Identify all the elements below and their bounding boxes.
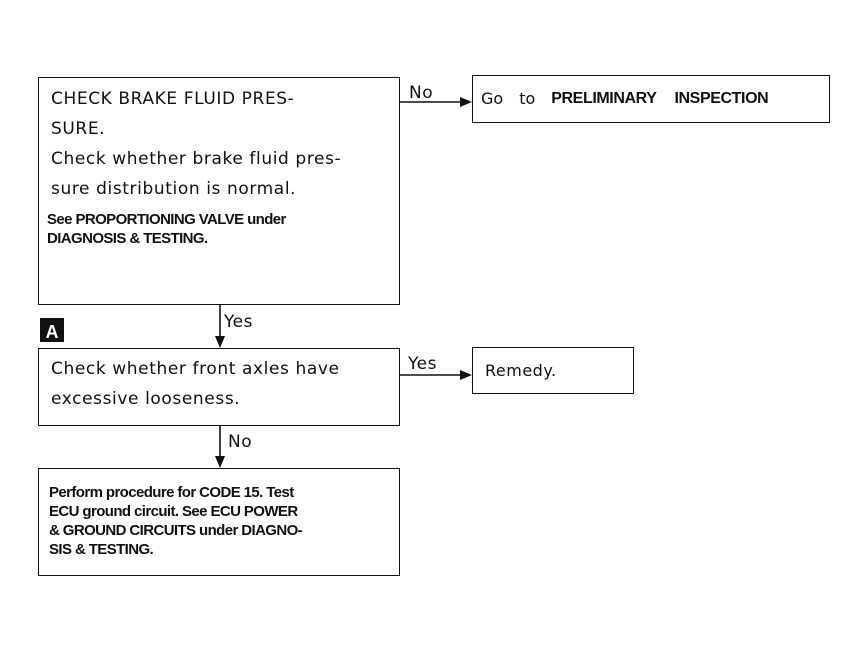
box3-line-1: Perform procedure for CODE 15. Test: [49, 484, 294, 501]
box2-line-1: Check whether front axles have: [51, 359, 340, 379]
box3-line-4: SIS & TESTING.: [49, 541, 154, 558]
arrowhead-no-1: [460, 97, 472, 107]
preliminary-word: PRELIMINARY: [551, 90, 657, 107]
preliminary-to: to: [519, 89, 536, 108]
box2-line-2: excessive looseness.: [51, 389, 241, 409]
box1-line-3: Check whether brake fluid pres-: [51, 149, 342, 169]
inspection-word: INSPECTION: [674, 90, 769, 107]
check-brake-fluid-box: CHECK BRAKE FLUID PRES- SURE. Check whet…: [38, 77, 400, 305]
box2-no-label: No: [228, 432, 253, 452]
arrowhead-yes-1: [215, 336, 225, 348]
remedy-box: Remedy.: [472, 347, 634, 394]
perform-procedure-box: Perform procedure for CODE 15. Test ECU …: [38, 468, 400, 576]
preliminary-inspection-box: Go to PRELIMINARY INSPECTION: [472, 75, 830, 123]
box1-line-4: sure distribution is normal.: [51, 179, 297, 199]
arrowhead-yes-2: [460, 370, 472, 380]
arrowhead-no-2: [215, 456, 225, 468]
box1-ref-line-2: DIAGNOSIS & TESTING.: [47, 230, 208, 247]
box1-line-2: SURE.: [51, 119, 106, 139]
box1-no-label: No: [409, 83, 434, 103]
box3-line-2: ECU ground circuit. See ECU POWER: [49, 503, 298, 520]
remedy-text: Remedy.: [485, 360, 557, 380]
check-front-axles-box: Check whether front axles have excessive…: [38, 348, 400, 426]
box3-line-3: & GROUND CIRCUITS under DIAGNO-: [49, 522, 303, 539]
preliminary-go: Go: [481, 89, 504, 108]
box1-line-1: CHECK BRAKE FLUID PRES-: [51, 89, 295, 109]
box2-yes-label: Yes: [408, 354, 437, 374]
step-marker-a: A: [40, 318, 64, 342]
box1-ref-line-1: See PROPORTIONING VALVE under: [47, 211, 286, 228]
box1-yes-label: Yes: [224, 312, 253, 332]
